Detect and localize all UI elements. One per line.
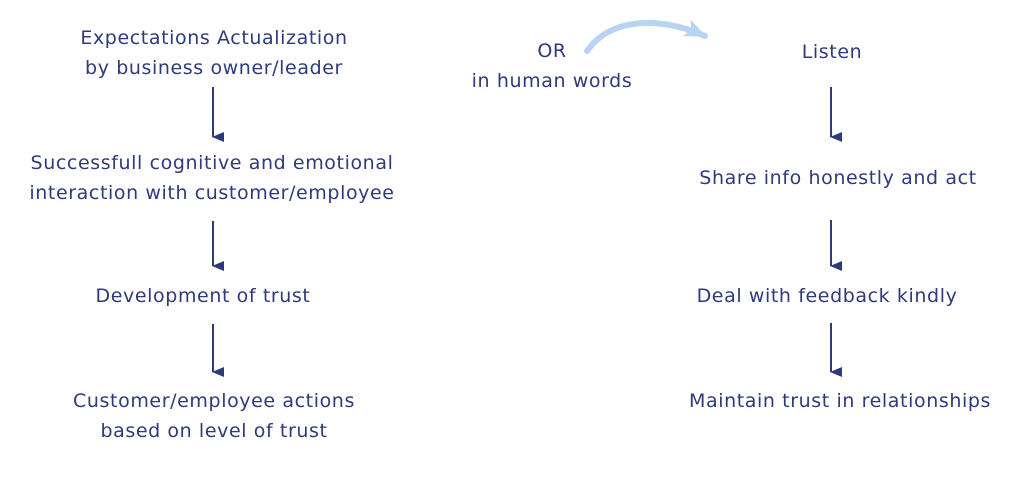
- left-step-4-line-1: Customer/employee actions: [73, 390, 355, 412]
- right-step-3: Deal with feedback kindly: [697, 281, 958, 311]
- right-step-1: Listen: [802, 37, 863, 67]
- connector-line-1: OR: [537, 40, 567, 62]
- right-step-2-line-1: Share info honestly and act: [699, 167, 977, 189]
- right-step-3-line-1: Deal with feedback kindly: [696, 285, 958, 307]
- left-step-4: Customer/employee actions based on level…: [73, 386, 355, 446]
- connector-line-2: in human words: [471, 70, 633, 92]
- left-step-2-line-1: Successfull cognitive and emotional: [30, 152, 394, 174]
- connector-label: OR in human words: [472, 36, 633, 96]
- right-step-4-line-1: Maintain trust in relationships: [688, 390, 992, 412]
- left-step-3: Development of trust: [96, 281, 311, 311]
- left-step-4-line-2: based on level of trust: [100, 420, 328, 442]
- curved-connector-arrow: [584, 19, 708, 54]
- right-step-2: Share info honestly and act: [699, 163, 976, 193]
- right-step-1-line-1: Listen: [801, 41, 863, 63]
- left-step-1-line-2: by business owner/leader: [85, 57, 343, 79]
- right-step-4: Maintain trust in relationships: [689, 386, 991, 416]
- left-step-2-line-2: interaction with customer/employee: [29, 182, 395, 204]
- left-step-3-line-1: Development of trust: [95, 285, 311, 307]
- left-step-1: Expectations Actualization by business o…: [80, 23, 347, 83]
- left-step-2: Successfull cognitive and emotional inte…: [29, 148, 394, 208]
- left-step-1-line-1: Expectations Actualization: [80, 27, 348, 49]
